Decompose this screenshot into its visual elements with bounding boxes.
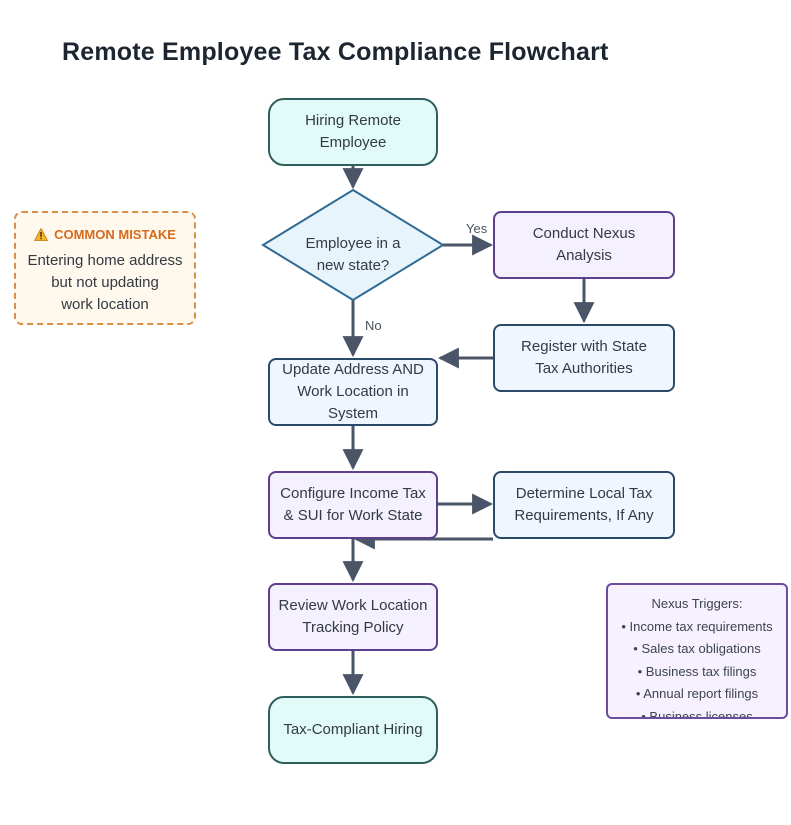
- nexus-trigger-item: • Income tax requirements: [621, 618, 773, 634]
- start-node-label: Hiring Remote Employee: [305, 112, 401, 151]
- common-mistake-heading-row: COMMON MISTAKE: [16, 227, 194, 242]
- local-tax-label: Determine Local Tax Requirements, If Any: [514, 485, 654, 524]
- nexus-trigger-item: • Business licenses: [641, 708, 753, 719]
- configure-tax-label: Configure Income Tax & SUI for Work Stat…: [280, 485, 426, 524]
- common-mistake-text: Entering home address but not updating w…: [27, 252, 183, 313]
- local-tax-node: Determine Local Tax Requirements, If Any: [493, 471, 675, 539]
- yes-label: Yes: [466, 221, 488, 236]
- no-label: No: [365, 318, 382, 333]
- register-node: Register with State Tax Authorities: [493, 324, 675, 392]
- update-address-label: Update Address AND Work Location in Syst…: [282, 361, 424, 422]
- nexus-trigger-item: • Business tax filings: [637, 663, 757, 679]
- warning-triangle-icon: [34, 228, 49, 241]
- register-label: Register with State Tax Authorities: [521, 338, 647, 377]
- common-mistake-heading: COMMON MISTAKE: [54, 227, 176, 242]
- nexus-analysis-node: Conduct Nexus Analysis: [493, 211, 675, 279]
- end-node: Tax-Compliant Hiring: [268, 696, 438, 764]
- review-policy-label: Review Work Location Tracking Policy: [278, 597, 428, 636]
- common-mistake-callout: COMMON MISTAKE Entering home address but…: [14, 211, 196, 325]
- nexus-trigger-item: • Sales tax obligations: [633, 641, 761, 656]
- decision-label: Employee in a new state?: [305, 235, 401, 274]
- nexus-trigger-item: • Annual report filings: [635, 686, 759, 701]
- nexus-triggers-list: • Income tax requirements • Sales tax ob…: [608, 616, 786, 719]
- nexus-analysis-label: Conduct Nexus Analysis: [532, 225, 636, 264]
- page-title: Remote Employee Tax Compliance Flowchart: [62, 38, 609, 66]
- end-node-label: Tax-Compliant Hiring: [283, 721, 423, 738]
- nexus-triggers-note: Nexus Triggers: • Income tax requirement…: [606, 583, 788, 719]
- start-node: Hiring Remote Employee: [268, 98, 438, 166]
- update-address-node: Update Address AND Work Location in Syst…: [268, 358, 438, 426]
- configure-tax-node: Configure Income Tax & SUI for Work Stat…: [268, 471, 438, 539]
- review-policy-node: Review Work Location Tracking Policy: [268, 583, 438, 651]
- nexus-triggers-heading: Nexus Triggers:: [651, 596, 743, 611]
